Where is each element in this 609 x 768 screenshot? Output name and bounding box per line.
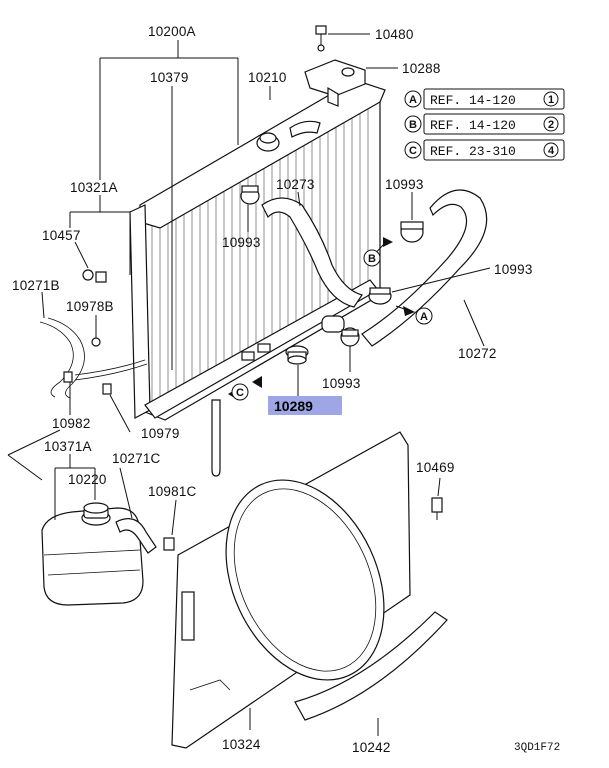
part-label: 10271C <box>112 451 161 466</box>
fan-shroud <box>171 431 411 749</box>
part-label: 10979 <box>141 426 180 441</box>
reference-text: REF. 14-120 <box>430 93 516 108</box>
reference-page: 1 <box>548 94 554 106</box>
reference-page: 4 <box>548 145 555 157</box>
highlight-box <box>268 396 342 415</box>
part-labels: 10200A 10480 10379 10210 10288 10321A 10… <box>12 24 533 755</box>
part-label: 10993 <box>222 235 261 250</box>
hose-clamp-icon <box>240 185 260 205</box>
part-label: 10457 <box>42 228 81 243</box>
part-label: 10480 <box>375 27 414 42</box>
part-label: 10272 <box>458 346 497 361</box>
part-label: 10993 <box>322 376 361 391</box>
tank-cap-icon <box>81 502 111 526</box>
radiator-core-fins <box>151 94 369 408</box>
lower-shroud <box>294 611 448 721</box>
part-label: 10271B <box>12 278 60 293</box>
upper-hose <box>261 197 363 308</box>
reference-letter: A <box>409 94 417 106</box>
leader-lines <box>7 33 491 736</box>
drain-plug-icon <box>285 345 309 365</box>
overflow-pipe-line <box>74 359 146 376</box>
hose-clamp-icon <box>400 221 424 243</box>
part-label: 10978B <box>66 299 114 314</box>
tank-hose <box>115 518 157 554</box>
radiator <box>129 79 386 421</box>
diagram-code: 3QD1F72 <box>514 742 560 754</box>
bolt-icon <box>163 537 175 551</box>
clip-icon <box>63 337 112 395</box>
part-label: 10273 <box>276 177 315 192</box>
overflow-pipe <box>211 399 221 477</box>
highlighted-part-label: 10289 <box>274 398 313 414</box>
part-label: 10982 <box>52 416 91 431</box>
clamp-icon <box>82 269 107 283</box>
reference-row-b: B REF. 14-120 2 <box>404 113 565 135</box>
connector-a: A <box>395 305 433 325</box>
reference-row-a: A REF. 14-120 1 <box>404 88 565 110</box>
reference-page: 2 <box>548 119 554 131</box>
part-label: 10379 <box>150 70 189 85</box>
part-label: 10324 <box>222 737 261 752</box>
part-label: 10981C <box>148 484 197 499</box>
part-label: 10993 <box>385 177 424 192</box>
reserve-tank <box>41 507 144 606</box>
hose-clamp-icon <box>340 327 360 347</box>
bolt-icon <box>431 497 443 520</box>
bolt-icon <box>315 25 327 52</box>
reference-text: REF. 14-120 <box>430 118 516 133</box>
connector-b-letter: B <box>368 253 376 265</box>
reference-letter: B <box>409 119 417 131</box>
part-label: 10288 <box>402 61 441 76</box>
part-label: 10220 <box>68 472 107 487</box>
lower-hose <box>361 189 488 347</box>
connector-c-letter: C <box>236 387 244 399</box>
part-label: 10200A <box>148 24 196 39</box>
reference-row-c: C REF. 23-310 4 <box>404 139 565 161</box>
part-label: 10469 <box>416 460 455 475</box>
connector-a-letter: A <box>420 311 428 323</box>
part-label: 10210 <box>248 70 287 85</box>
reference-legend: A REF. 14-120 1 B REF. 14-120 2 C REF. 2… <box>404 88 565 161</box>
connector-b: B <box>363 237 393 267</box>
reference-text: REF. 23-310 <box>430 144 516 159</box>
part-label: 10242 <box>352 740 391 755</box>
part-label: 10321A <box>70 180 118 195</box>
hose-clamp-icon <box>368 287 392 305</box>
part-label: 10993 <box>494 262 533 277</box>
part-label: 10371A <box>44 439 92 454</box>
connector-c: C <box>228 376 262 401</box>
reference-letter: C <box>409 145 417 157</box>
mounting-bracket <box>304 59 366 107</box>
overflow-hose <box>39 321 74 398</box>
